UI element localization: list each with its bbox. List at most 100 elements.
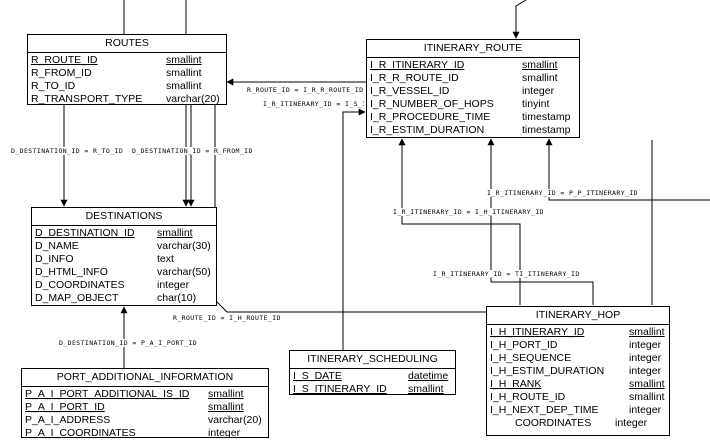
column-name: D_NAME [35, 240, 79, 252]
column-name: D_DESTINATION_ID [35, 227, 135, 239]
table-row[interactable]: I_R_VESSEL_ID integer [367, 85, 579, 98]
table-row[interactable]: I_H_RANK smallint [487, 378, 669, 391]
column-type: smallint [166, 54, 202, 66]
connector-top-itinerary [512, 0, 527, 39]
table-row[interactable]: I_R_ITINERARY_ID smallint [367, 59, 579, 72]
label-itin-hop-a: I_R_ITINERARY_ID = I_H_ITINERARY_ID [392, 208, 545, 216]
table-itinerary-scheduling[interactable]: ITINERARY_SCHEDULING I_S_DATE datetime I_… [289, 350, 456, 395]
column-type: smallint [629, 378, 665, 390]
column-name: I_S_DATE [293, 370, 342, 382]
column-type: text [157, 253, 174, 265]
column-type: smallint [522, 72, 558, 84]
column-name: I_H_ITINERARY_ID [490, 326, 585, 338]
column-name: D_MAP_OBJECT [35, 292, 119, 304]
table-row[interactable]: I_R_ESTIM_DURATION timestamp [367, 124, 579, 137]
table-row[interactable]: P_A_I_PORT_ID smallint [22, 401, 268, 414]
column-type: smallint [629, 391, 665, 403]
column-name: I_H_RANK [490, 378, 542, 390]
connector-itin-hop-b [487, 138, 594, 305]
column-name: R_TRANSPORT_TYPE [31, 93, 143, 105]
column-type: smallint [166, 80, 202, 92]
table-row[interactable]: I_H_ITINERARY_ID smallint [487, 326, 669, 339]
label-itin-pp: I_R_ITINERARY_ID = P_P_ITINERARY_ID [486, 189, 639, 197]
connector-route-hop [211, 89, 488, 313]
label-dest-to: D_DESTINATION_ID = R_TO_ID [10, 147, 125, 155]
column-type: timestamp [522, 124, 571, 136]
column-type: varchar(30) [157, 240, 211, 252]
column-type: varchar(50) [157, 266, 211, 278]
column-name: I_R_ESTIM_DURATION [370, 124, 485, 136]
table-title: ITINERARY_SCHEDULING [290, 351, 455, 369]
table-title: ITINERARY_HOP [487, 307, 669, 325]
column-type: tinyint [522, 98, 550, 110]
column-type: varchar(20) [208, 414, 262, 426]
column-name: I_H_SEQUENCE [490, 352, 572, 364]
table-itinerary-hop[interactable]: ITINERARY_HOP I_H_ITINERARY_ID smallint I… [486, 306, 670, 436]
table-row[interactable]: I_S_DATE datetime [290, 370, 455, 383]
table-row[interactable]: I_R_R_ROUTE_ID smallint [367, 72, 579, 85]
table-row[interactable]: I_H_PORT_ID integer [487, 339, 669, 352]
column-type: smallint [408, 383, 444, 395]
column-name: D_INFO [35, 253, 74, 265]
column-type: smallint [166, 67, 202, 79]
column-name: I_H_ROUTE_ID [490, 391, 566, 403]
column-name: COORDINATES [515, 417, 592, 429]
column-type: integer [629, 352, 662, 364]
column-name: P_A_I_PORT_ID [25, 401, 105, 413]
table-title: ROUTES [28, 35, 226, 53]
table-row[interactable]: R_FROM_ID smallint [28, 67, 226, 80]
label-route-itinerary: R_ROUTE_ID = I_R_R_ROUTE_ID [246, 86, 365, 94]
column-type: timestamp [522, 111, 571, 123]
label-itin-hop-b: I_R_ITINERARY_ID = TI_ITINERARY_ID [432, 270, 581, 278]
column-name: I_R_R_ROUTE_ID [370, 72, 459, 84]
column-type: datetime [408, 370, 449, 382]
table-port-additional-information[interactable]: PORT_ADDITIONAL_INFORMATION P_A_I_PORT_A… [21, 368, 269, 440]
label-dest-from: D_DESTINATION_ID = R_FROM_ID [131, 147, 254, 155]
table-row[interactable]: I_H_SEQUENCE integer [487, 352, 669, 365]
table-row[interactable]: I_R_NUMBER_OF_HOPS tinyint [367, 98, 579, 111]
column-name: I_H_PORT_ID [490, 339, 558, 351]
connector-itinerary-scheduling [342, 108, 366, 350]
table-row[interactable]: D_INFO text [32, 253, 216, 266]
connector-itin-hop-a [398, 138, 521, 305]
table-row[interactable]: I_H_ROUTE_ID smallint [487, 391, 669, 404]
table-row[interactable]: I_S_ITINERARY_ID smallint [290, 383, 455, 396]
table-row[interactable]: D_COORDINATES integer [32, 279, 216, 292]
column-type: smallint [629, 326, 665, 338]
column-name: I_R_VESSEL_ID [370, 85, 450, 97]
table-itinerary-route[interactable]: ITINERARY_ROUTE I_R_ITINERARY_ID smallint… [366, 39, 580, 138]
column-type: smallint [522, 59, 558, 71]
column-type: integer [522, 85, 555, 97]
table-title: DESTINATIONS [32, 208, 216, 226]
column-name: D_COORDINATES [35, 279, 125, 291]
column-type: integer [157, 279, 190, 291]
column-type: integer [629, 339, 662, 351]
column-name: R_FROM_ID [31, 67, 92, 79]
label-itinerary-scheduling: I_R_ITINERARY_ID = I_S_ITINERARY_ID [262, 100, 364, 108]
column-name: P_A_I_COORDINATES [25, 427, 136, 439]
connector-itin-pp [545, 138, 710, 201]
column-name: I_H_ESTIM_DURATION [490, 365, 605, 377]
table-title: ITINERARY_ROUTE [367, 40, 579, 58]
column-name: I_R_NUMBER_OF_HOPS [370, 98, 494, 110]
column-name: I_R_ITINERARY_ID [370, 59, 465, 71]
column-type: smallint [208, 401, 244, 413]
table-row[interactable]: D_NAME varchar(30) [32, 240, 216, 253]
column-name: P_A_I_PORT_ADDITIONAL_IS_ID [25, 388, 190, 400]
column-name: I_S_ITINERARY_ID [293, 383, 387, 395]
